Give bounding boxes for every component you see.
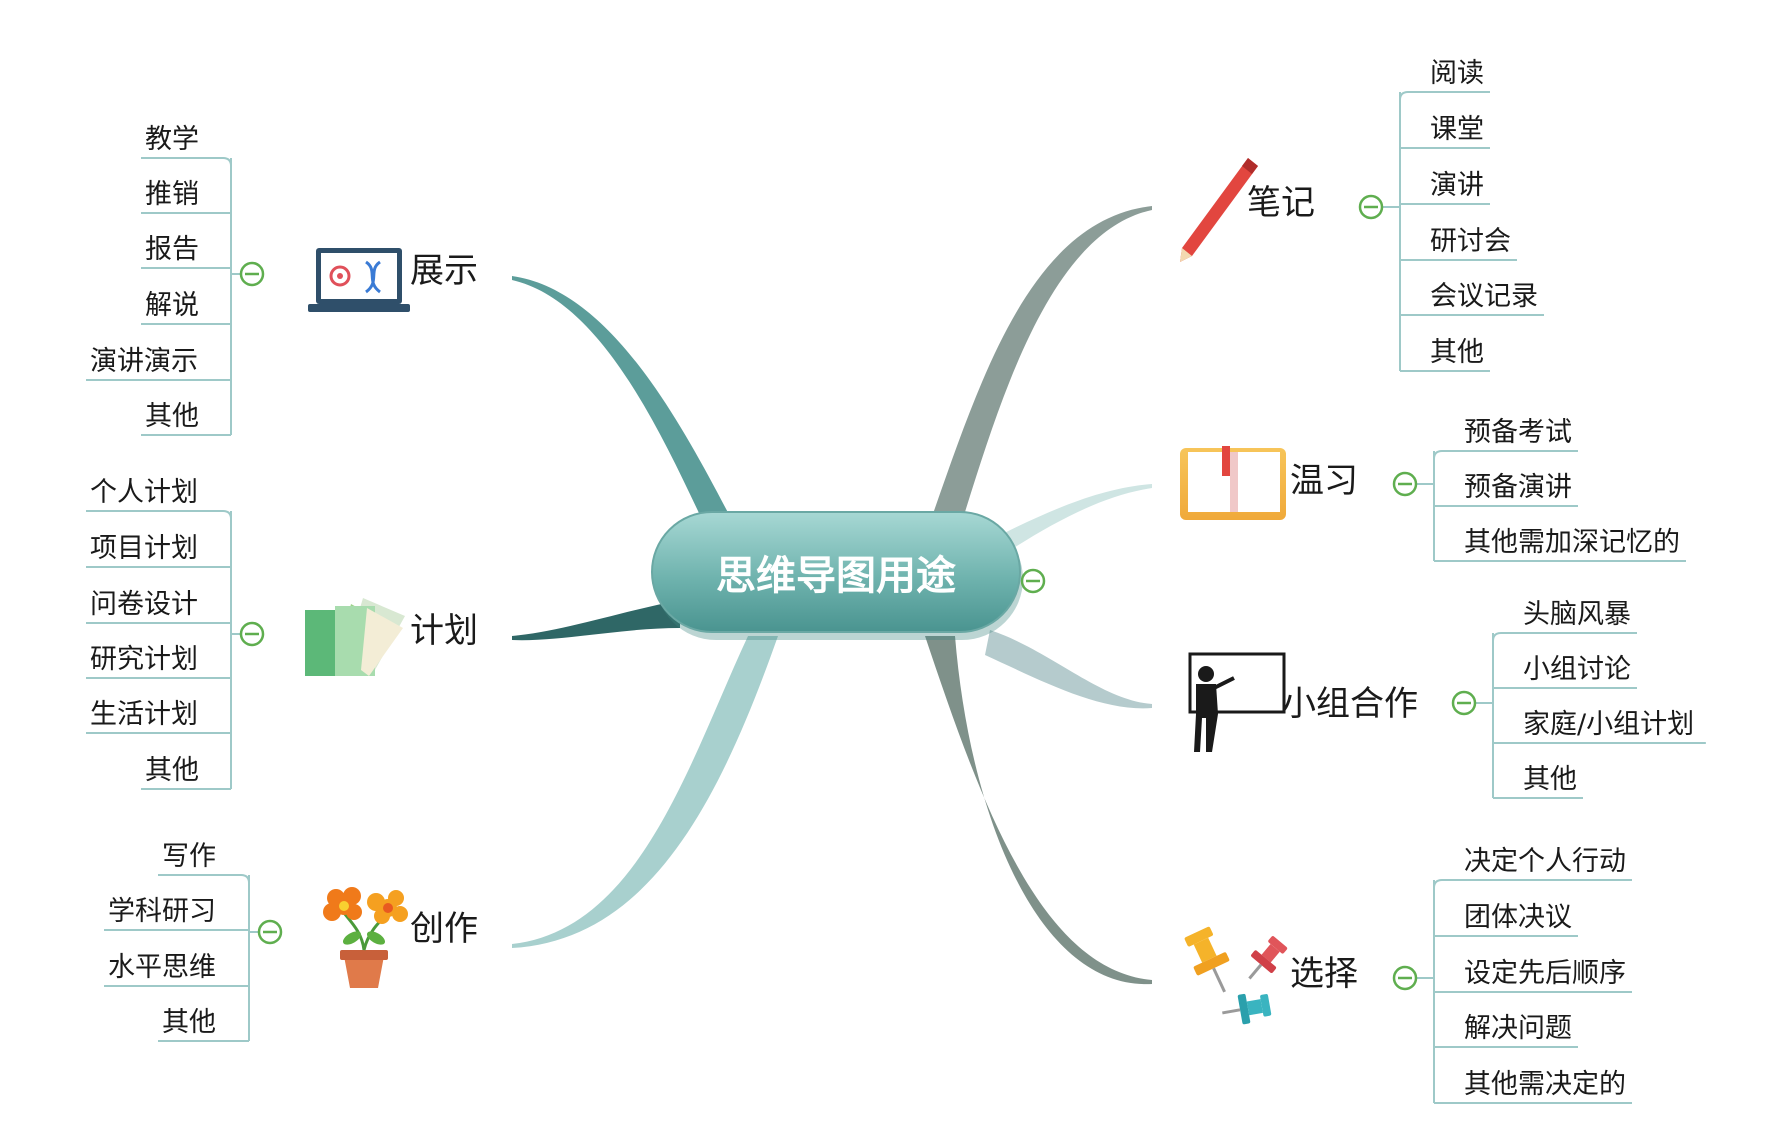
connector-plan [512, 600, 680, 641]
leaf-create-0[interactable]: 写作 [162, 841, 216, 872]
presenter-board-icon [1188, 652, 1286, 752]
leaf-nodes: 教学推销报告解说演讲演示其他个人计划项目计划问卷设计研究计划生活计划其他写作学科… [90, 58, 1694, 1100]
leaf-choose-3[interactable]: 解决问题 [1464, 1013, 1572, 1044]
leaf-notes-2[interactable]: 演讲 [1430, 170, 1484, 201]
leaf-connectors [86, 91, 1706, 1104]
leaf-review-1[interactable]: 预备演讲 [1464, 472, 1572, 503]
leaf-display-5[interactable]: 其他 [145, 401, 199, 432]
leaf-team-0[interactable]: 头脑风暴 [1523, 599, 1631, 630]
leaf-plan-2[interactable]: 问卷设计 [90, 589, 198, 620]
leaf-notes-1[interactable]: 课堂 [1430, 114, 1484, 145]
leaf-display-2[interactable]: 报告 [145, 234, 199, 265]
folders-icon [305, 598, 405, 676]
collapse-toggle-review[interactable] [1392, 471, 1418, 497]
leaf-display-0[interactable]: 教学 [145, 124, 199, 155]
leaf-team-1[interactable]: 小组讨论 [1523, 654, 1631, 685]
branch-label-choose[interactable]: 选择 [1290, 954, 1358, 994]
leaf-underline [86, 510, 232, 520]
leaf-review-0[interactable]: 预备考试 [1464, 417, 1572, 448]
leaf-underline [141, 157, 232, 167]
leaf-notes-4[interactable]: 会议记录 [1430, 281, 1538, 312]
leaf-plan-4[interactable]: 生活计划 [90, 699, 198, 730]
connector-notes [928, 206, 1152, 528]
pencil-icon [1180, 158, 1258, 262]
leaf-notes-3[interactable]: 研讨会 [1430, 226, 1511, 257]
leaf-create-3[interactable]: 其他 [162, 1007, 216, 1038]
collapse-toggle-notes[interactable] [1358, 194, 1384, 220]
collapse-toggles [239, 194, 1477, 991]
leaf-create-1[interactable]: 学科研习 [108, 896, 216, 927]
connector-display [512, 276, 736, 528]
branch-label-team[interactable]: 小组合作 [1282, 684, 1418, 724]
leaf-team-3[interactable]: 其他 [1523, 764, 1577, 795]
center-title: 思维导图用途 [716, 552, 956, 599]
branch-label-plan[interactable]: 计划 [410, 611, 478, 651]
leaf-plan-1[interactable]: 项目计划 [90, 533, 198, 564]
leaf-underline [1399, 91, 1490, 101]
pushpins-icon [1184, 926, 1288, 1025]
collapse-toggle-choose[interactable] [1392, 965, 1418, 991]
laptop-icon [308, 248, 410, 312]
leaf-create-2[interactable]: 水平思维 [108, 952, 216, 983]
center-collapse-toggle[interactable] [1020, 568, 1046, 594]
collapse-toggle-create[interactable] [257, 919, 283, 945]
center-node[interactable]: 思维导图用途 [651, 511, 1023, 640]
leaf-underline [1433, 879, 1632, 889]
branch-label-create[interactable]: 创作 [410, 909, 478, 949]
leaf-plan-0[interactable]: 个人计划 [90, 477, 198, 508]
leaf-plan-3[interactable]: 研究计划 [90, 644, 198, 675]
leaf-notes-0[interactable]: 阅读 [1430, 58, 1484, 89]
leaf-display-3[interactable]: 解说 [145, 290, 199, 321]
leaf-team-2[interactable]: 家庭/小组计划 [1523, 709, 1694, 740]
leaf-underline [1433, 450, 1578, 460]
leaf-display-4[interactable]: 演讲演示 [90, 346, 198, 377]
connector-team [985, 630, 1152, 709]
leaf-choose-1[interactable]: 团体决议 [1464, 902, 1572, 933]
collapse-toggle-plan[interactable] [239, 621, 265, 647]
connector-choose [925, 636, 1152, 985]
leaf-choose-0[interactable]: 决定个人行动 [1464, 846, 1626, 877]
leaf-underline [158, 874, 250, 884]
branch-label-display[interactable]: 展示 [410, 251, 478, 291]
leaf-plan-5[interactable]: 其他 [145, 755, 199, 786]
book-icon [1180, 446, 1286, 520]
leaf-review-2[interactable]: 其他需加深记忆的 [1464, 527, 1680, 558]
leaf-underline [1492, 632, 1637, 642]
flower-pot-icon [323, 887, 408, 988]
leaf-notes-5[interactable]: 其他 [1430, 337, 1484, 368]
leaf-choose-2[interactable]: 设定先后顺序 [1464, 958, 1626, 989]
connector-create [512, 636, 778, 948]
collapse-toggle-display[interactable] [239, 261, 265, 287]
leaf-choose-4[interactable]: 其他需决定的 [1464, 1069, 1626, 1100]
branch-label-notes[interactable]: 笔记 [1247, 183, 1315, 223]
branch-label-review[interactable]: 温习 [1290, 461, 1358, 501]
collapse-toggle-team[interactable] [1451, 690, 1477, 716]
leaf-display-1[interactable]: 推销 [145, 179, 199, 210]
